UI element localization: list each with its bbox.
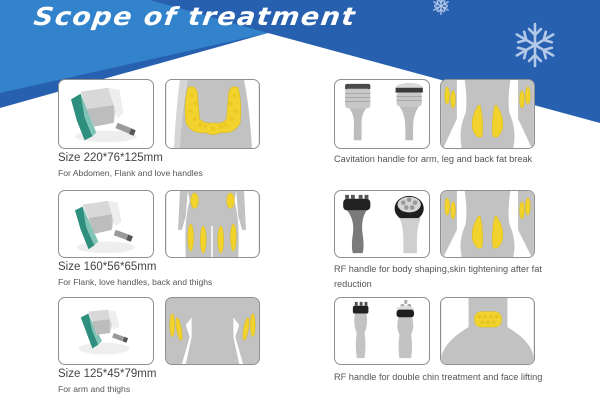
handle-usage: For Flank, love handles, back and thighs	[58, 277, 213, 287]
large-handle-image	[58, 79, 154, 149]
flank-thigh-fat-zone-image	[165, 190, 260, 258]
rf-face-handles-image	[334, 297, 430, 365]
snowflake-icon	[513, 22, 557, 68]
header-banner	[0, 0, 600, 123]
header-light-band	[0, 0, 268, 93]
medium-handle-image	[58, 190, 154, 258]
caption-line-1: RF handle for body shaping,skin tighteni…	[334, 264, 542, 274]
small-handle-image	[58, 297, 154, 365]
cavitation-handles-image	[334, 79, 430, 149]
handle-caption: RF handle for body shaping,skin tighteni…	[334, 262, 542, 292]
arm-thigh-fat-zone-image	[165, 297, 260, 365]
arm-leg-back-fat-zone-image	[440, 79, 535, 149]
caption-line-2: reduction	[334, 279, 372, 289]
handle-size: Size 125*45*79mm	[58, 368, 157, 380]
handle-size: Size 220*76*125mm	[58, 152, 163, 164]
snowflake-icon	[429, 0, 453, 16]
body-shaping-fat-zone-image	[440, 190, 535, 258]
handle-caption: Cavitation handle for arm, leg and back …	[334, 154, 533, 164]
chin-neck-zone-image	[440, 297, 535, 365]
handle-caption: RF handle for double chin treatment and …	[334, 372, 543, 382]
rf-body-handles-image	[334, 190, 430, 258]
page-title: Scope of treatment	[31, 3, 358, 32]
abdomen-fat-zone-image	[165, 79, 260, 149]
handle-usage: For arm and thighs	[58, 384, 131, 394]
handle-usage: For Abdomen, Flank and love handles	[58, 168, 203, 178]
handle-size: Size 160*56*65mm	[58, 261, 157, 273]
